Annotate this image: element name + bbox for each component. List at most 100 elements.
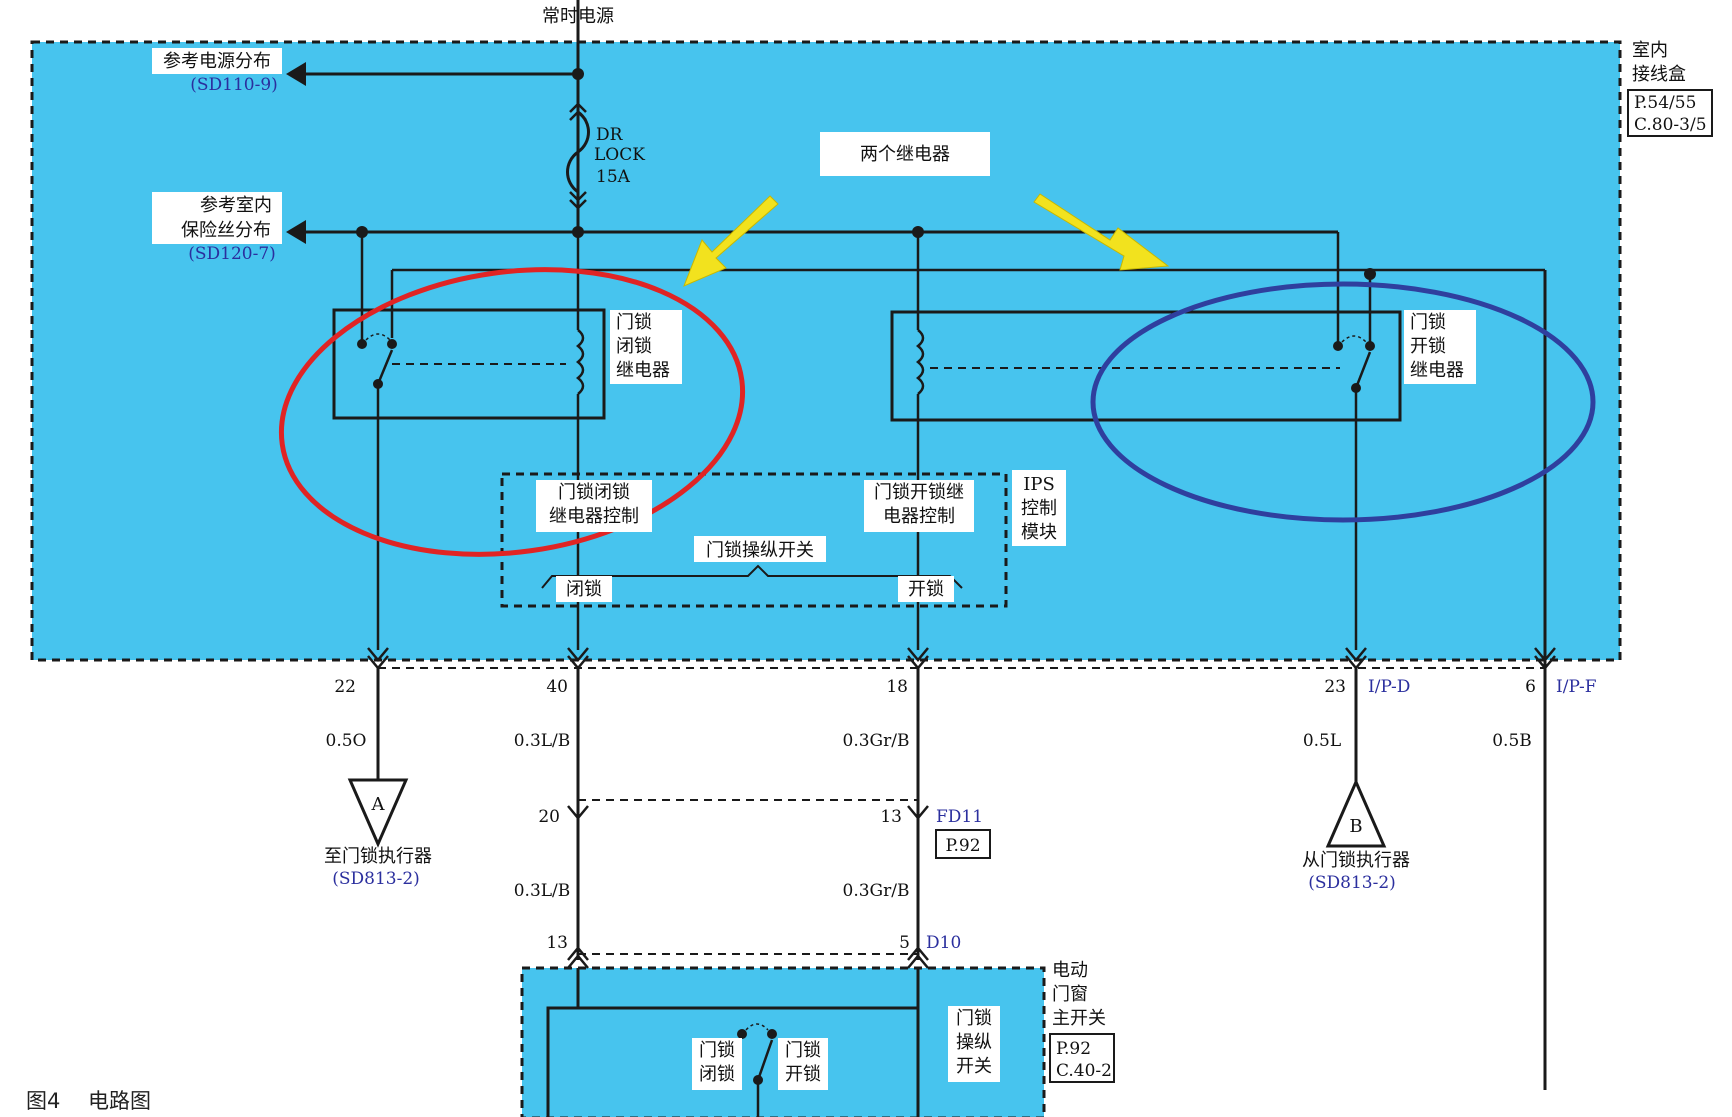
fd11-page-box (935, 829, 991, 859)
figure-title: 电路图 (88, 1089, 151, 1113)
pin-5: 5 (899, 933, 910, 953)
lock-relay-label-1: 门锁 (616, 312, 652, 333)
relay-arc (365, 333, 391, 341)
label-bg (694, 536, 826, 562)
fuse-chevron-bottom-icon (569, 191, 587, 210)
window-op-3: 开关 (956, 1056, 992, 1077)
wire-13-5-spec: 0.3Gr/B (843, 881, 910, 901)
junction-page: P.54/55 (1634, 93, 1696, 113)
fuse-label-2: LOCK (594, 145, 645, 165)
connector-b-triangle (1325, 778, 1387, 848)
label-bg (556, 576, 612, 602)
label-bg (898, 576, 954, 602)
junction-title-2: 接线盒 (1632, 64, 1686, 85)
label-bg (152, 48, 282, 74)
contact (767, 1029, 777, 1039)
relay-arc (1341, 335, 1367, 343)
contact (387, 339, 397, 349)
ips-module-1: IPS (1023, 474, 1055, 495)
switch-arc (745, 1023, 769, 1031)
coil-icon (916, 329, 925, 395)
ips-lock-control-2: 继电器控制 (549, 506, 639, 527)
connector-chevron-icon (567, 805, 589, 820)
connector-a-label: 至门锁执行器 (324, 846, 432, 867)
connector-b-letter: B (1349, 816, 1362, 837)
window-title-1: 电动 (1052, 960, 1088, 981)
ref-fuse-title-2: 保险丝分布 (181, 220, 271, 241)
connector-chevron-icon (907, 946, 929, 969)
label-bg (536, 480, 652, 532)
junction-connector: C.80-3/5 (1634, 115, 1707, 135)
wire-40-spec: 0.3L/B (514, 731, 571, 751)
lock-relay-label-3: 继电器 (616, 360, 670, 381)
pin-fd11: FD11 (936, 807, 983, 827)
pin-23: 23 (1324, 677, 1346, 697)
figure-number: 图4 (26, 1089, 60, 1113)
pin-ip-d: I/P-D (1368, 677, 1410, 697)
wire-6-spec: 0.5B (1492, 731, 1532, 751)
window-unlock-2: 开锁 (785, 1064, 821, 1085)
fuse-chevron-top-icon (569, 102, 587, 121)
unlock-relay-highlight (1090, 281, 1596, 523)
unlock-relay-box (890, 310, 1402, 422)
connector-b-label: 从门锁执行器 (1302, 850, 1410, 871)
top-power-label: 常时电源 (542, 6, 614, 27)
wire-18-spec: 0.3Gr/B (843, 731, 910, 751)
label-bg (1404, 310, 1476, 384)
relay-switch-arm (1354, 351, 1372, 389)
window-page-box (1049, 1033, 1115, 1083)
ref-fuse-title-1: 参考室内 (200, 195, 272, 216)
lock-relay-highlight (278, 267, 746, 557)
fd11-page: P.92 (945, 836, 980, 856)
window-op-1: 门锁 (956, 1008, 992, 1029)
arrow-left-icon (286, 220, 306, 244)
pin-18: 18 (886, 677, 908, 697)
callout-two-relays: 两个继电器 (860, 144, 950, 165)
connector-chevron-icon (567, 946, 589, 969)
ips-unlock-label: 开锁 (908, 579, 944, 600)
relay-switch-arm (376, 349, 394, 385)
connector-chevron-icon (907, 805, 929, 820)
window-lock-2: 闭锁 (699, 1064, 735, 1085)
pin-22: 22 (334, 677, 356, 697)
ips-module-3: 模块 (1021, 522, 1057, 543)
window-title-2: 门窗 (1052, 984, 1088, 1005)
lock-relay-label-2: 闭锁 (616, 336, 652, 357)
wire-23-spec: 0.5L (1303, 731, 1341, 751)
pin-20: 20 (538, 807, 560, 827)
label-bg (1012, 470, 1066, 546)
wire-22-spec: 0.5O (326, 731, 367, 751)
connector-a-letter: A (371, 794, 386, 815)
label-bg (948, 1006, 1000, 1082)
pin-40: 40 (546, 677, 568, 697)
contact (737, 1029, 747, 1039)
unlock-relay-label-3: 继电器 (1410, 360, 1464, 381)
ips-unlock-control-2: 电器控制 (883, 506, 955, 527)
junction-title-1: 室内 (1632, 40, 1668, 61)
window-switch-frame (546, 1006, 920, 1117)
ref-power-title: 参考电源分布 (163, 51, 271, 72)
ips-module-2: 控制 (1021, 498, 1057, 519)
fuse-label-3: 15A (596, 167, 631, 187)
label-bg (610, 310, 682, 384)
label-bg (692, 1038, 742, 1090)
fuse-symbol (566, 110, 590, 194)
yellow-arrow-left-icon (683, 195, 779, 287)
lock-relay-box (332, 308, 606, 420)
contact (1333, 341, 1343, 351)
window-unlock-1: 门锁 (785, 1040, 821, 1061)
contact (357, 339, 367, 349)
junction-page-box (1627, 89, 1713, 137)
ips-unlock-control-1: 门锁开锁继 (874, 482, 964, 503)
ips-module-box (500, 472, 1008, 608)
pin-13-fd11: 13 (880, 807, 902, 827)
window-op-2: 操纵 (956, 1032, 992, 1053)
arrow-left-icon (286, 62, 306, 86)
label-bg (152, 192, 282, 244)
pin-ip-f: I/P-F (1556, 677, 1597, 697)
window-lock-1: 门锁 (699, 1040, 735, 1061)
switch-arm (756, 1039, 774, 1081)
pin-d10: D10 (926, 933, 961, 953)
window-connector: C.40-2 (1056, 1061, 1112, 1081)
connector-b-code: (SD813-2) (1308, 873, 1396, 893)
